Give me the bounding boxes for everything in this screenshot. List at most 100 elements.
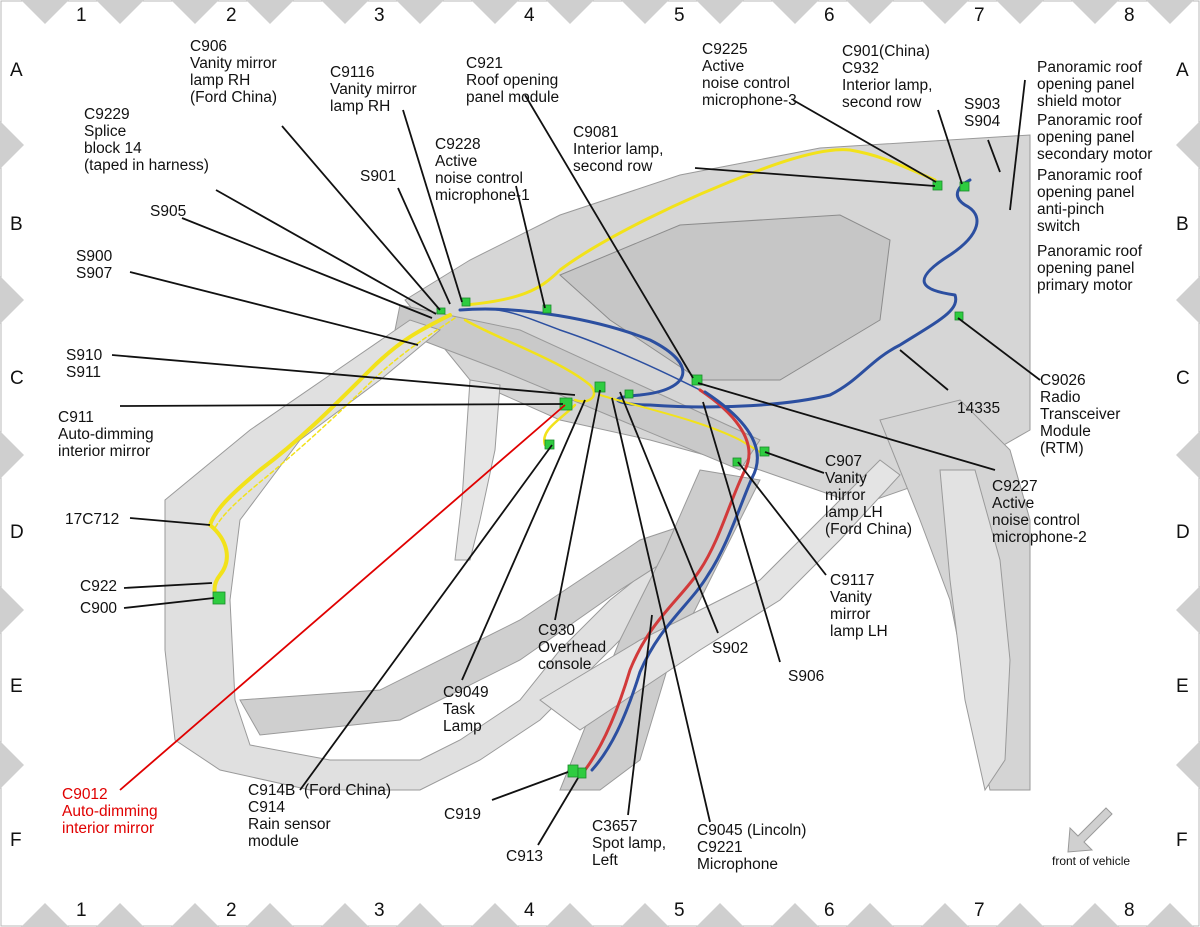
frame-diamond: [321, 0, 369, 24]
grid-row-f: F: [10, 830, 22, 851]
connector-c919: [567, 764, 579, 778]
frame-diamond: [546, 0, 594, 24]
label-c9026: C9026 Radio Transceiver Module (RTM): [1040, 372, 1121, 457]
frame-diamond: [0, 741, 24, 789]
grid-row-a: A: [10, 60, 23, 81]
frame-diamond: [1176, 586, 1200, 634]
grid-row-a: A: [1176, 60, 1189, 81]
frame-diamond: [771, 903, 819, 927]
grid-col-4: 4: [524, 5, 535, 26]
grid-col-1: 1: [76, 5, 87, 26]
frame-diamond: [921, 903, 969, 927]
frame-diamond: [621, 903, 669, 927]
label-c9012: C9012 Auto-dimming interior mirror: [62, 786, 158, 837]
frame-diamond: [996, 0, 1044, 24]
grid-row-d: D: [1176, 522, 1190, 543]
grid-col-1: 1: [76, 900, 87, 921]
label-17c712: 17C712: [65, 511, 120, 528]
label-c9049: C9049 Task Lamp: [443, 684, 489, 735]
label-c900: C900: [80, 600, 118, 617]
frame-diamond: [621, 0, 669, 24]
frame-diamond: [0, 431, 24, 479]
label-14335: 14335: [957, 400, 1001, 417]
label-c907: C907 Vanity mirror lamp LH (Ford China): [825, 453, 912, 538]
label-c919: C919: [444, 806, 482, 823]
grid-row-b: B: [1176, 214, 1189, 235]
frame-diamond: [171, 0, 219, 24]
label-s901: S901: [360, 168, 397, 185]
connector-c913: [577, 767, 587, 779]
grid-row-c: C: [10, 368, 24, 389]
harness-blue-roof: [458, 178, 979, 409]
connector-c9045: [624, 389, 634, 399]
label-s905: S905: [150, 203, 187, 220]
frame-diamond: [21, 903, 69, 927]
frame-diamond: [396, 903, 444, 927]
grid-col-7: 7: [974, 900, 985, 921]
label-c9081: C9081 Interior lamp, second row: [573, 124, 664, 175]
frame-diamond: [0, 586, 24, 634]
grid-col-7: 7: [974, 5, 985, 26]
connector-c9116: [461, 297, 471, 307]
frame-diamond: [696, 903, 744, 927]
label-s900: S900 S907: [76, 248, 113, 282]
connector-c901: [959, 181, 970, 192]
frame-diamond: [921, 0, 969, 24]
label-s902: S902: [712, 640, 749, 657]
label-c9228: C9228 Active noise control microphone-1: [435, 136, 530, 204]
grid-row-d: D: [10, 522, 24, 543]
label-c922: C922: [80, 578, 118, 595]
grid-col-5: 5: [674, 5, 685, 26]
leader-c9012: [119, 404, 566, 791]
grid-row-c: C: [1176, 368, 1190, 389]
frame-diamond: [471, 0, 519, 24]
front-of-vehicle-label: front of vehicle: [1052, 854, 1131, 868]
label-c9225: C9225 Active noise control microphone-3: [702, 41, 797, 109]
grid-col-2: 2: [226, 900, 237, 921]
frame-diamond: [171, 903, 219, 927]
label-s903: S903 S904: [964, 96, 1001, 130]
connector-c9227: [732, 457, 742, 467]
frame-diamond: [1176, 431, 1200, 479]
harness-red-pillar: [583, 388, 751, 772]
label-s906: S906: [788, 668, 825, 685]
label-s910: S910 S911: [66, 347, 103, 381]
grid-row-e: E: [10, 676, 23, 697]
connector-c907: [759, 446, 770, 457]
label-c9045: C9045 (Lincoln) C9221 Microphone: [697, 822, 807, 873]
label-c913: C913: [506, 848, 544, 865]
frame-diamond: [1146, 903, 1194, 927]
frame-diamond: [1176, 121, 1200, 169]
frame-diamond: [21, 0, 69, 24]
label-c9116: C9116 Vanity mirror lamp RH: [330, 64, 417, 115]
frame-diamond: [96, 0, 144, 24]
frame-diamond: [696, 0, 744, 24]
frame-diamond: [246, 903, 294, 927]
connector-c900: [212, 591, 226, 605]
label-c9227: C9227 Active noise control microphone-2: [992, 478, 1087, 546]
label-c9117: C9117 Vanity mirror lamp LH: [830, 572, 888, 640]
connector-c9081: [691, 374, 703, 386]
grid-col-2: 2: [226, 5, 237, 26]
label-c9229: C9229 Splice block 14 (taped in harness): [84, 106, 209, 174]
frame-diamond: [96, 903, 144, 927]
frame-diamond: [846, 0, 894, 24]
grid-row-e: E: [1176, 676, 1189, 697]
frame-diamond: [1176, 741, 1200, 789]
harness-yellow-roof: [463, 148, 937, 307]
harness-yellow-pillar: [208, 313, 452, 602]
frame-diamond: [0, 276, 24, 324]
label-c906: C906 Vanity mirror lamp RH (Ford China): [190, 38, 277, 106]
label-pano-shield: Panoramic roof opening panel shield moto…: [1037, 59, 1143, 110]
grid-col-4: 4: [524, 900, 535, 921]
frame-diamond: [771, 0, 819, 24]
vehicle-body: [164, 134, 1031, 792]
harness-blue-pillar: [590, 390, 759, 772]
label-c930: C930 Overhead console: [538, 622, 607, 673]
label-c921: C921 Roof opening panel module: [466, 55, 560, 106]
frame-diamond: [321, 903, 369, 927]
frame-diamond: [996, 903, 1044, 927]
grid-col-3: 3: [374, 900, 385, 921]
frame-diamond: [0, 121, 24, 169]
connector-c9026: [954, 311, 964, 321]
